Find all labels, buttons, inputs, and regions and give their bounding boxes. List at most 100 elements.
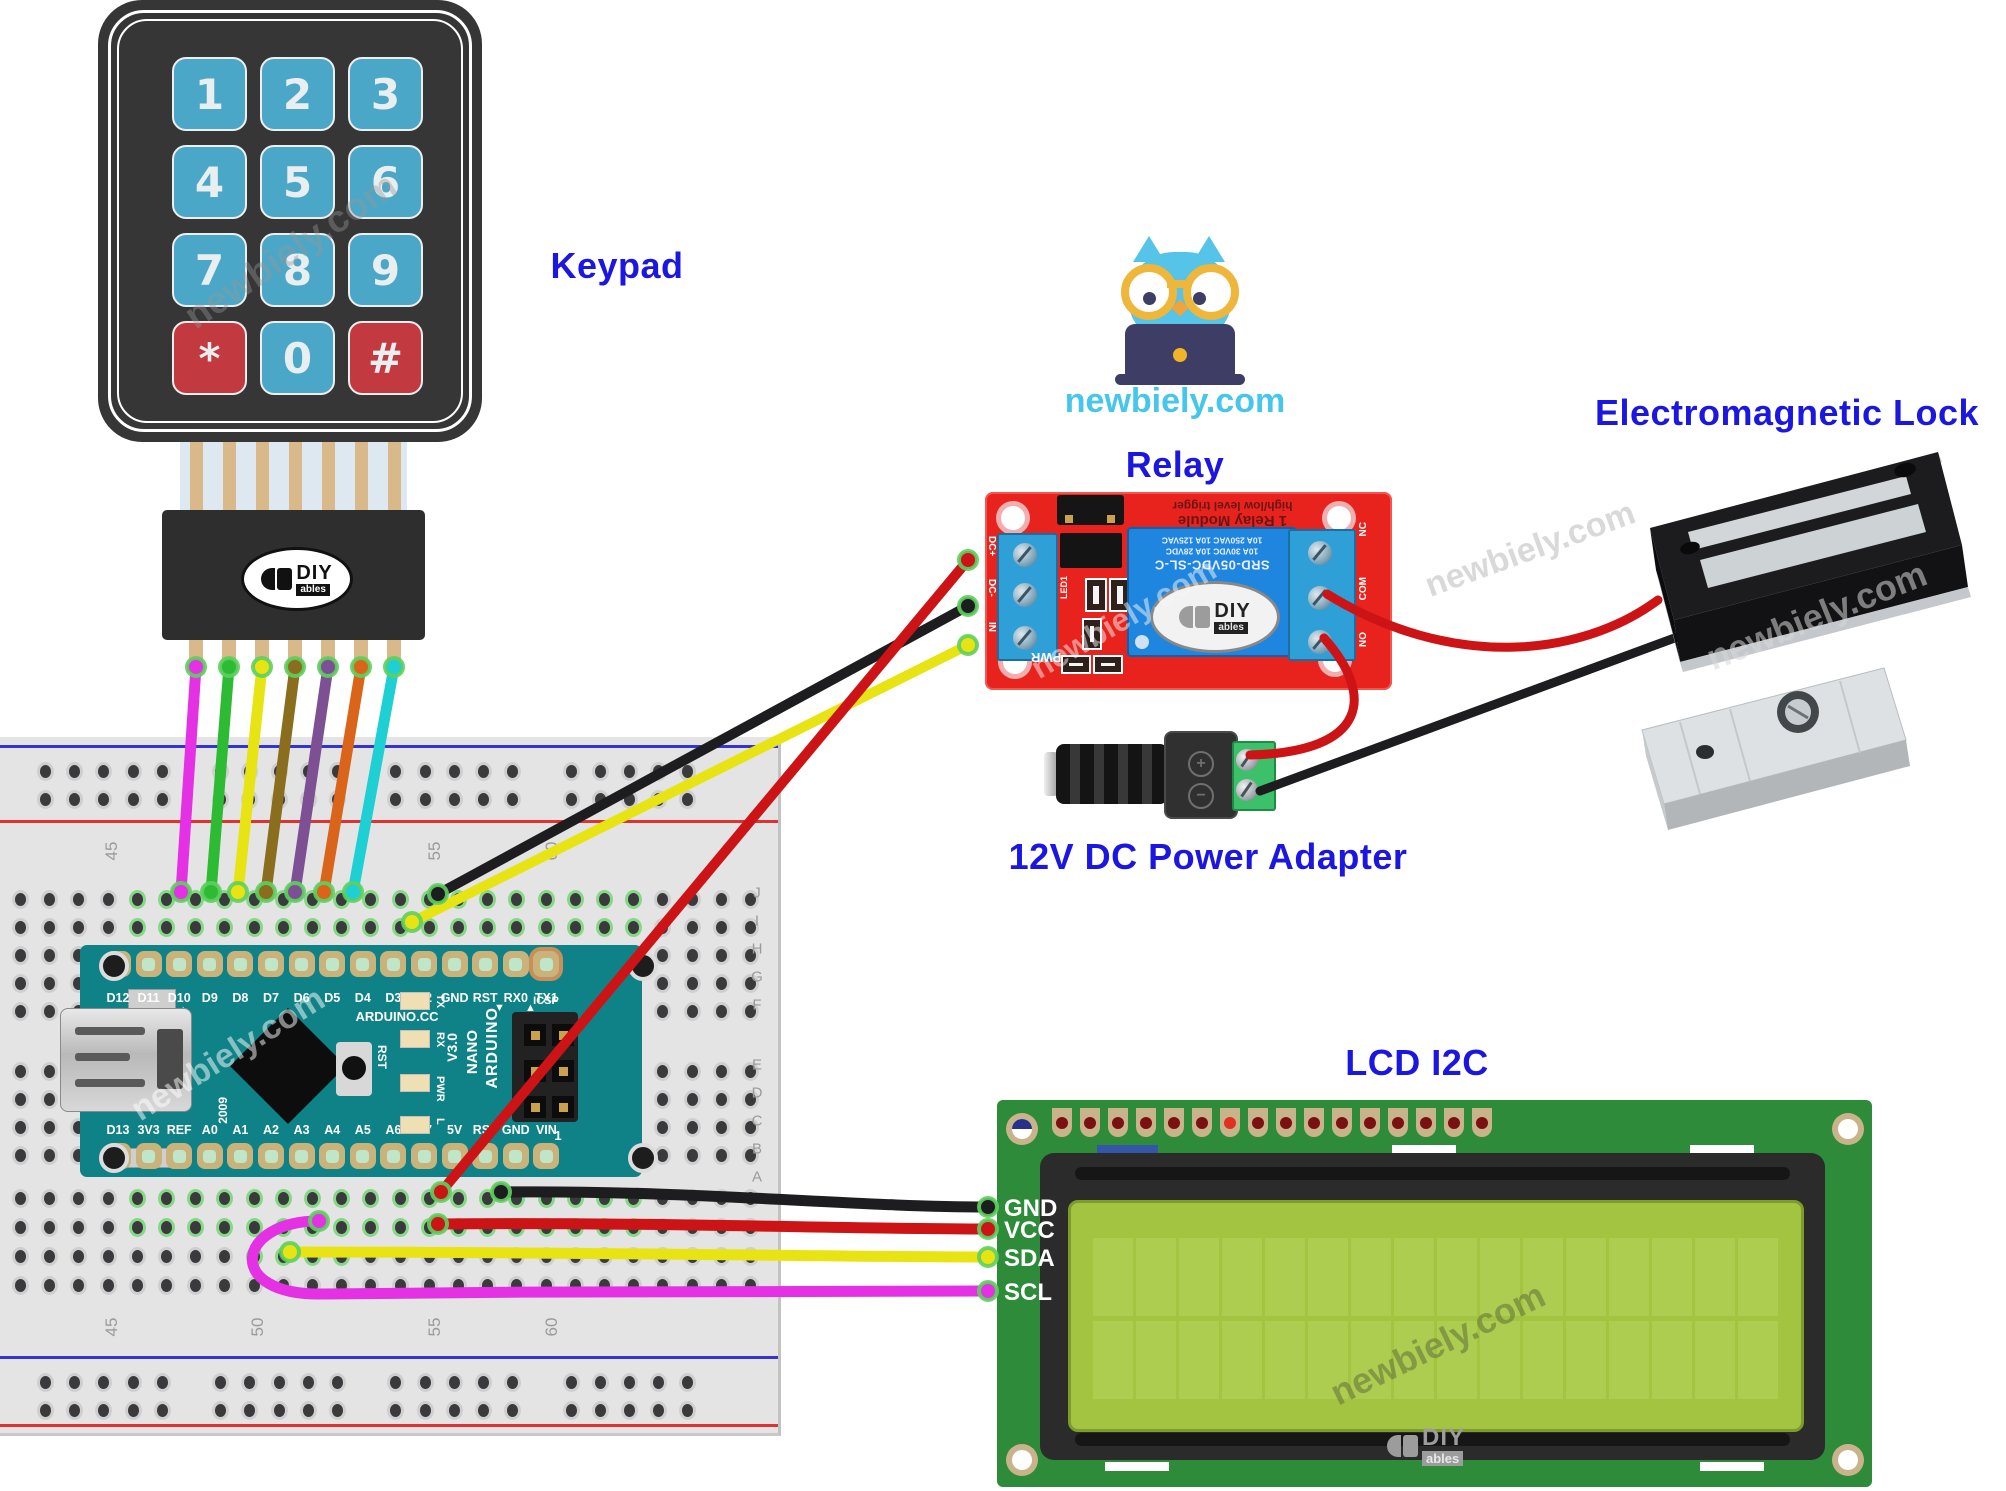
lcd-header-pin: [1472, 1108, 1492, 1137]
barrel-body: [1056, 744, 1168, 804]
year-text: 2009: [216, 1097, 230, 1124]
pin-label-A0: A0: [201, 1123, 218, 1137]
breadboard-hole: [715, 1250, 727, 1263]
pin-pad-A3: [288, 1143, 315, 1169]
breadboard-hole: [715, 893, 727, 906]
label-power-adapter: 12V DC Power Adapter: [1008, 836, 1408, 877]
lcd-header-pin: [1220, 1108, 1240, 1137]
breadboard-hole: [69, 1376, 81, 1389]
lcd-cell: [1652, 1238, 1692, 1316]
relay-terminal-label-DC+: DC+: [986, 536, 997, 557]
pin-label-D9: D9: [201, 991, 218, 1005]
breadboard-hole: [15, 1093, 26, 1106]
breadboard-hole: [15, 921, 26, 934]
icsp-pin: [552, 1060, 574, 1082]
led-l: [400, 1116, 430, 1134]
breadboard-hole: [15, 1192, 26, 1205]
breadboard-hole: [657, 1005, 669, 1018]
breadboard-hole: [569, 1250, 581, 1263]
electromagnetic-lock: [1641, 452, 1971, 830]
breadboard-hole: [686, 921, 698, 934]
keypad-key-2: 2: [260, 57, 335, 131]
lcd-header-pin: [1388, 1108, 1408, 1137]
ribbon-conductor: [223, 440, 236, 512]
breadboard-hole: [599, 1221, 610, 1234]
breadboard-hole: [131, 1221, 143, 1234]
breadboard-hole: [161, 1279, 172, 1292]
breadboard-hole: [453, 893, 464, 906]
breadboard-hole: [540, 1192, 552, 1205]
pin-pad-REF: [166, 1143, 193, 1169]
keypad-key-3: 3: [348, 57, 423, 131]
breadboard-hole: [219, 1221, 231, 1234]
pin-label-A1: A1: [232, 1123, 249, 1137]
lcd-cell: [1480, 1321, 1520, 1399]
breadboard-hole: [244, 1404, 256, 1417]
breadboard-hole: [273, 1376, 285, 1389]
breadboard-hole: [73, 893, 85, 906]
lcd-cell: [1652, 1321, 1692, 1399]
diyables-glyph: [277, 568, 293, 590]
column-number-45: 45: [102, 841, 121, 861]
pin-pad-RST: [472, 1143, 499, 1169]
column-number-45: 45: [102, 1317, 121, 1337]
breadboard-hole: [715, 1065, 727, 1078]
keypad-key-#: #: [348, 321, 423, 395]
pin-label-D6: D6: [293, 991, 310, 1005]
lcd-cell: [1179, 1238, 1219, 1316]
breadboard-hole: [482, 893, 494, 906]
breadboard-hole: [15, 1065, 26, 1078]
pin-pad-D6: [288, 951, 315, 977]
barrel-tip: [1044, 752, 1058, 796]
breadboard-hole: [190, 1279, 202, 1292]
pin-label-RST: RST: [472, 1123, 498, 1137]
breadboard-hole: [15, 893, 26, 906]
wire-connection-tip: [957, 634, 979, 656]
breadboard-hole: [394, 1221, 406, 1234]
breadboard-hole: [511, 1250, 523, 1263]
breadboard-hole: [745, 1250, 756, 1263]
pin-pad-D9: [196, 951, 223, 977]
breadboard-hole: [390, 793, 402, 806]
breadboard-hole: [453, 1192, 464, 1205]
lcd-cell: [1265, 1238, 1305, 1316]
breadboard-hole: [715, 949, 727, 962]
breadboard-hole: [419, 765, 431, 778]
breadboard-hole: [277, 921, 289, 934]
mcu-chip: [230, 1008, 346, 1124]
breadboard-hole: [624, 793, 635, 806]
breadboard-hole: [715, 1221, 727, 1234]
pin-label-D11: D11: [137, 991, 160, 1005]
breadboard-hole: [478, 765, 489, 778]
connector-pin: [321, 640, 335, 670]
breadboard-hole: [131, 1279, 143, 1292]
breadboard-hole: [448, 1376, 460, 1389]
relay-cube: SRD-05VDC-SL-C 10A 30VDC 10A 28VDC 10A 2…: [1127, 527, 1297, 657]
breadboard-hole: [277, 1221, 289, 1234]
wire-connection-tip: [977, 1196, 999, 1218]
breadboard-hole: [131, 893, 143, 906]
icsp-pin: [524, 1024, 546, 1046]
breadboard-hole: [390, 765, 402, 778]
arduino-mount-hole: [99, 951, 129, 981]
pin-pad-TX1: [533, 951, 560, 977]
dc-power-adapter-jack: + −: [1040, 725, 1276, 821]
breadboard-hole: [540, 1250, 552, 1263]
breadboard-hole: [365, 893, 377, 906]
led-label-RX: RX: [434, 1032, 446, 1048]
breadboard-hole: [44, 1279, 56, 1292]
breadboard-hole: [628, 1221, 640, 1234]
breadboard-hole: [507, 793, 519, 806]
led-label-PWR: PWR: [434, 1076, 446, 1102]
breadboard-hole: [244, 793, 256, 806]
keypad-outline-inner: [117, 19, 463, 423]
pin-pad-A6: [380, 1143, 407, 1169]
breadboard-hole: [219, 921, 231, 934]
lcd-header-pin: [1276, 1108, 1296, 1137]
breadboard-hole: [219, 1250, 231, 1263]
diyables-subtext: ables: [1421, 1451, 1464, 1466]
breadboard-hole: [478, 1404, 489, 1417]
ribbon-conductor: [190, 440, 203, 512]
breadboard-hole: [565, 1376, 577, 1389]
